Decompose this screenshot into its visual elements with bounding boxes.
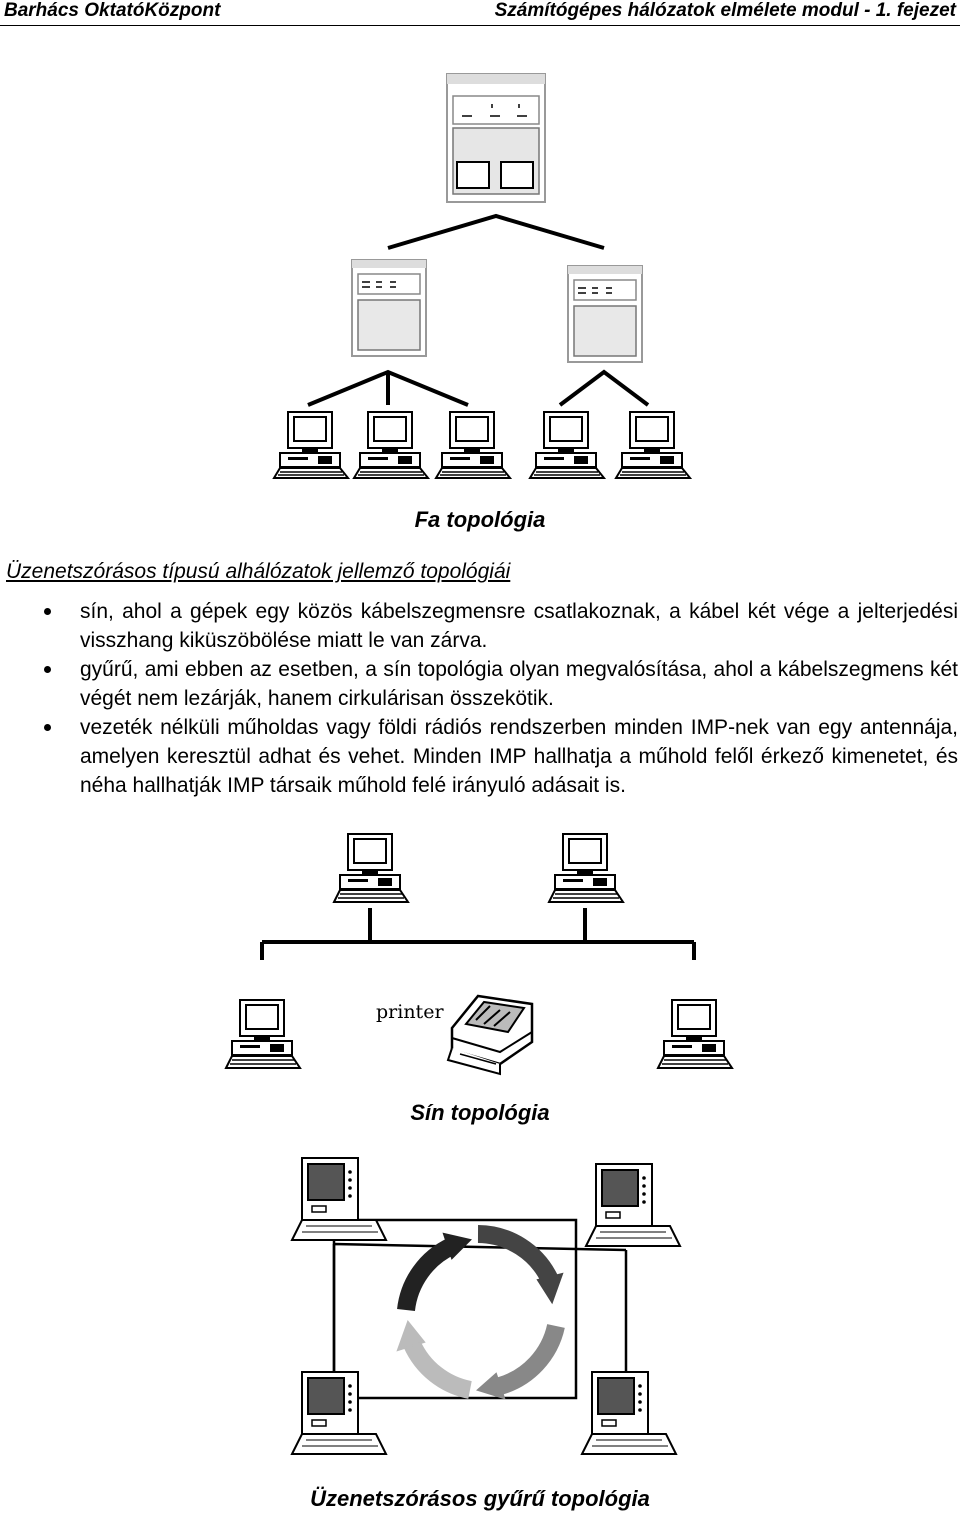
workstation-icon: [615, 411, 691, 479]
right-server-icon: [567, 265, 643, 363]
tree-caption: Fa topológia: [414, 507, 546, 532]
workstation-icon: [273, 411, 349, 479]
ring-caption: Üzenetszórásos gyűrű topológia: [310, 1486, 650, 1511]
bullet-bus: sín, ahol a gépek egy közös kábelszegmen…: [0, 597, 958, 655]
workstation-icon: [291, 1157, 387, 1241]
workstation-icon: [291, 1371, 387, 1455]
ring-arrows: [396, 1225, 565, 1400]
workstation-icon: [333, 833, 409, 903]
workstation-icon: [435, 411, 511, 479]
bus-caption: Sín topológia: [410, 1100, 550, 1125]
ring-topology-diagram: [291, 1157, 681, 1455]
left-server-icon: [351, 259, 427, 357]
main-server-icon: [446, 73, 546, 203]
bus-topology-diagram: printer: [225, 833, 733, 1076]
tree-topology-diagram: [273, 73, 691, 479]
workstation-icon: [581, 1371, 677, 1455]
header-right: Számítógépes hálózatok elmélete modul - …: [494, 0, 956, 21]
printer-label: printer: [376, 1001, 444, 1023]
workstation-icon: [529, 411, 605, 479]
section-title: Üzenetszórásos típusú alhálózatok jellem…: [6, 560, 511, 583]
bullet-wireless: vezeték nélküli műholdas vagy földi rádi…: [0, 713, 958, 800]
workstation-icon: [225, 999, 301, 1069]
workstation-icon: [548, 833, 624, 903]
printer-icon: [446, 994, 534, 1076]
page-header: Barhács OktatóKözpont Számítógépes hálóz…: [0, 0, 960, 26]
workstation-icon: [353, 411, 429, 479]
header-left: Barhács OktatóKözpont: [4, 0, 221, 21]
workstation-icon: [657, 999, 733, 1069]
bullet-ring: gyűrű, ami ebben az esetben, a sín topol…: [0, 655, 958, 713]
topology-bullet-list: sín, ahol a gépek egy közös kábelszegmen…: [0, 597, 958, 800]
workstation-icon: [585, 1163, 681, 1247]
